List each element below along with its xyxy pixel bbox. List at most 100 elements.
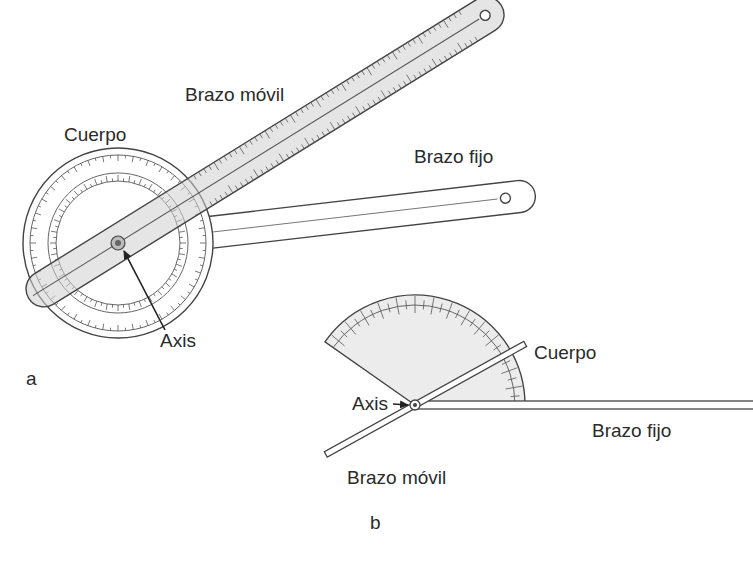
- scale-tick: [199, 228, 205, 229]
- axis-leader-b: [393, 404, 408, 405]
- panel-letter: b: [368, 512, 383, 534]
- scale-tick: [180, 237, 183, 238]
- scale-tick: [341, 331, 345, 335]
- scale-tick: [199, 257, 205, 258]
- scale-tick: [188, 292, 190, 294]
- movable-arm-b: [324, 341, 526, 457]
- scale-tick: [329, 345, 333, 348]
- scale-tick: [265, 131, 270, 139]
- scale-tick: [59, 216, 62, 217]
- scale-tick: [125, 155, 126, 158]
- scale-tick: [235, 186, 238, 190]
- scale-tick: [95, 325, 97, 328]
- scale-tick: [178, 303, 180, 305]
- scale-tick: [407, 75, 412, 83]
- scale-tick: [512, 378, 517, 379]
- axis-pivot-b: [413, 403, 417, 407]
- scale-tick: [215, 198, 218, 202]
- scale-tick: [367, 68, 372, 76]
- scale-tick: [382, 58, 385, 62]
- scale-tick: [381, 311, 384, 319]
- scale-tick: [91, 299, 92, 302]
- scale-tick: [371, 310, 373, 315]
- axis-pivot-a: [115, 240, 121, 246]
- scale-tick: [132, 156, 133, 162]
- scale-tick: [423, 33, 426, 37]
- scale-tick: [88, 320, 90, 326]
- scale-tick: [33, 220, 36, 222]
- panel-letter: a: [24, 368, 39, 390]
- scale-tick: [396, 298, 398, 307]
- scale-tick: [91, 184, 92, 187]
- scale-tick: [139, 301, 141, 307]
- scale-tick: [459, 11, 462, 15]
- scale-tick: [357, 74, 360, 78]
- scale-tick: [200, 264, 203, 266]
- scale-tick: [368, 103, 371, 107]
- scale-tick: [30, 235, 33, 236]
- scale-tick: [81, 320, 82, 323]
- scale-tick: [112, 178, 113, 181]
- scale-tick: [129, 176, 130, 182]
- scale-tick: [479, 322, 485, 329]
- scale-tick: [305, 138, 310, 146]
- scale-tick: [286, 154, 289, 158]
- scale-tick: [42, 199, 47, 202]
- scale-tick: [203, 250, 206, 251]
- scale-tick: [106, 304, 107, 310]
- scale-tick: [508, 379, 512, 380]
- scale-tick: [118, 175, 119, 181]
- scale-tick: [103, 324, 104, 330]
- scale-tick: [125, 328, 126, 331]
- scale-tick: [441, 304, 442, 309]
- scale-tick: [180, 243, 186, 244]
- scale-tick: [200, 220, 203, 222]
- scale-tick: [195, 271, 201, 273]
- scale-tick: [501, 371, 509, 374]
- scale-tick: [398, 307, 399, 315]
- scale-tick: [95, 158, 97, 161]
- scale-tick: [326, 93, 329, 97]
- scale-tick: [332, 335, 339, 341]
- scale-tick: [290, 115, 295, 123]
- scale-tick: [219, 159, 222, 163]
- scale-tick: [381, 90, 386, 98]
- scale-tick: [361, 311, 366, 319]
- scale-tick: [348, 116, 351, 120]
- scale-tick: [171, 176, 175, 181]
- scale-tick: [81, 190, 83, 192]
- scale-tick: [195, 279, 198, 280]
- scale-tick: [502, 363, 506, 365]
- scale-tick: [404, 81, 407, 85]
- scale-tick: [470, 40, 473, 44]
- scale-tick: [103, 156, 104, 162]
- scale-tick: [403, 45, 406, 49]
- scale-tick: [280, 121, 283, 125]
- scale-tick: [74, 191, 78, 196]
- scale-tick: [56, 181, 58, 183]
- scale-tick: [255, 137, 258, 141]
- movable-arm-a: [19, 0, 511, 314]
- scale-tick: [167, 171, 169, 173]
- scale-tick: [30, 250, 33, 251]
- scale-tick: [123, 305, 124, 308]
- scale-tick: [431, 307, 432, 315]
- scale-tick: [154, 294, 156, 296]
- scale-tick: [61, 176, 65, 181]
- scale-tick: [405, 300, 406, 305]
- scale-tick: [171, 306, 175, 311]
- scale-tick: [301, 109, 304, 113]
- scale-tick: [162, 287, 164, 289]
- scale-tick: [101, 180, 103, 183]
- axis-pivot-b: [410, 400, 420, 410]
- part-label: Brazo fijo: [412, 146, 495, 168]
- scale-tick: [342, 119, 345, 123]
- scale-tick: [423, 305, 424, 309]
- scale-tick: [450, 53, 453, 57]
- scale-tick: [513, 386, 522, 388]
- scale-tick: [81, 163, 82, 166]
- scale-tick: [448, 17, 451, 21]
- scale-tick: [174, 269, 177, 270]
- scale-tick: [144, 184, 145, 187]
